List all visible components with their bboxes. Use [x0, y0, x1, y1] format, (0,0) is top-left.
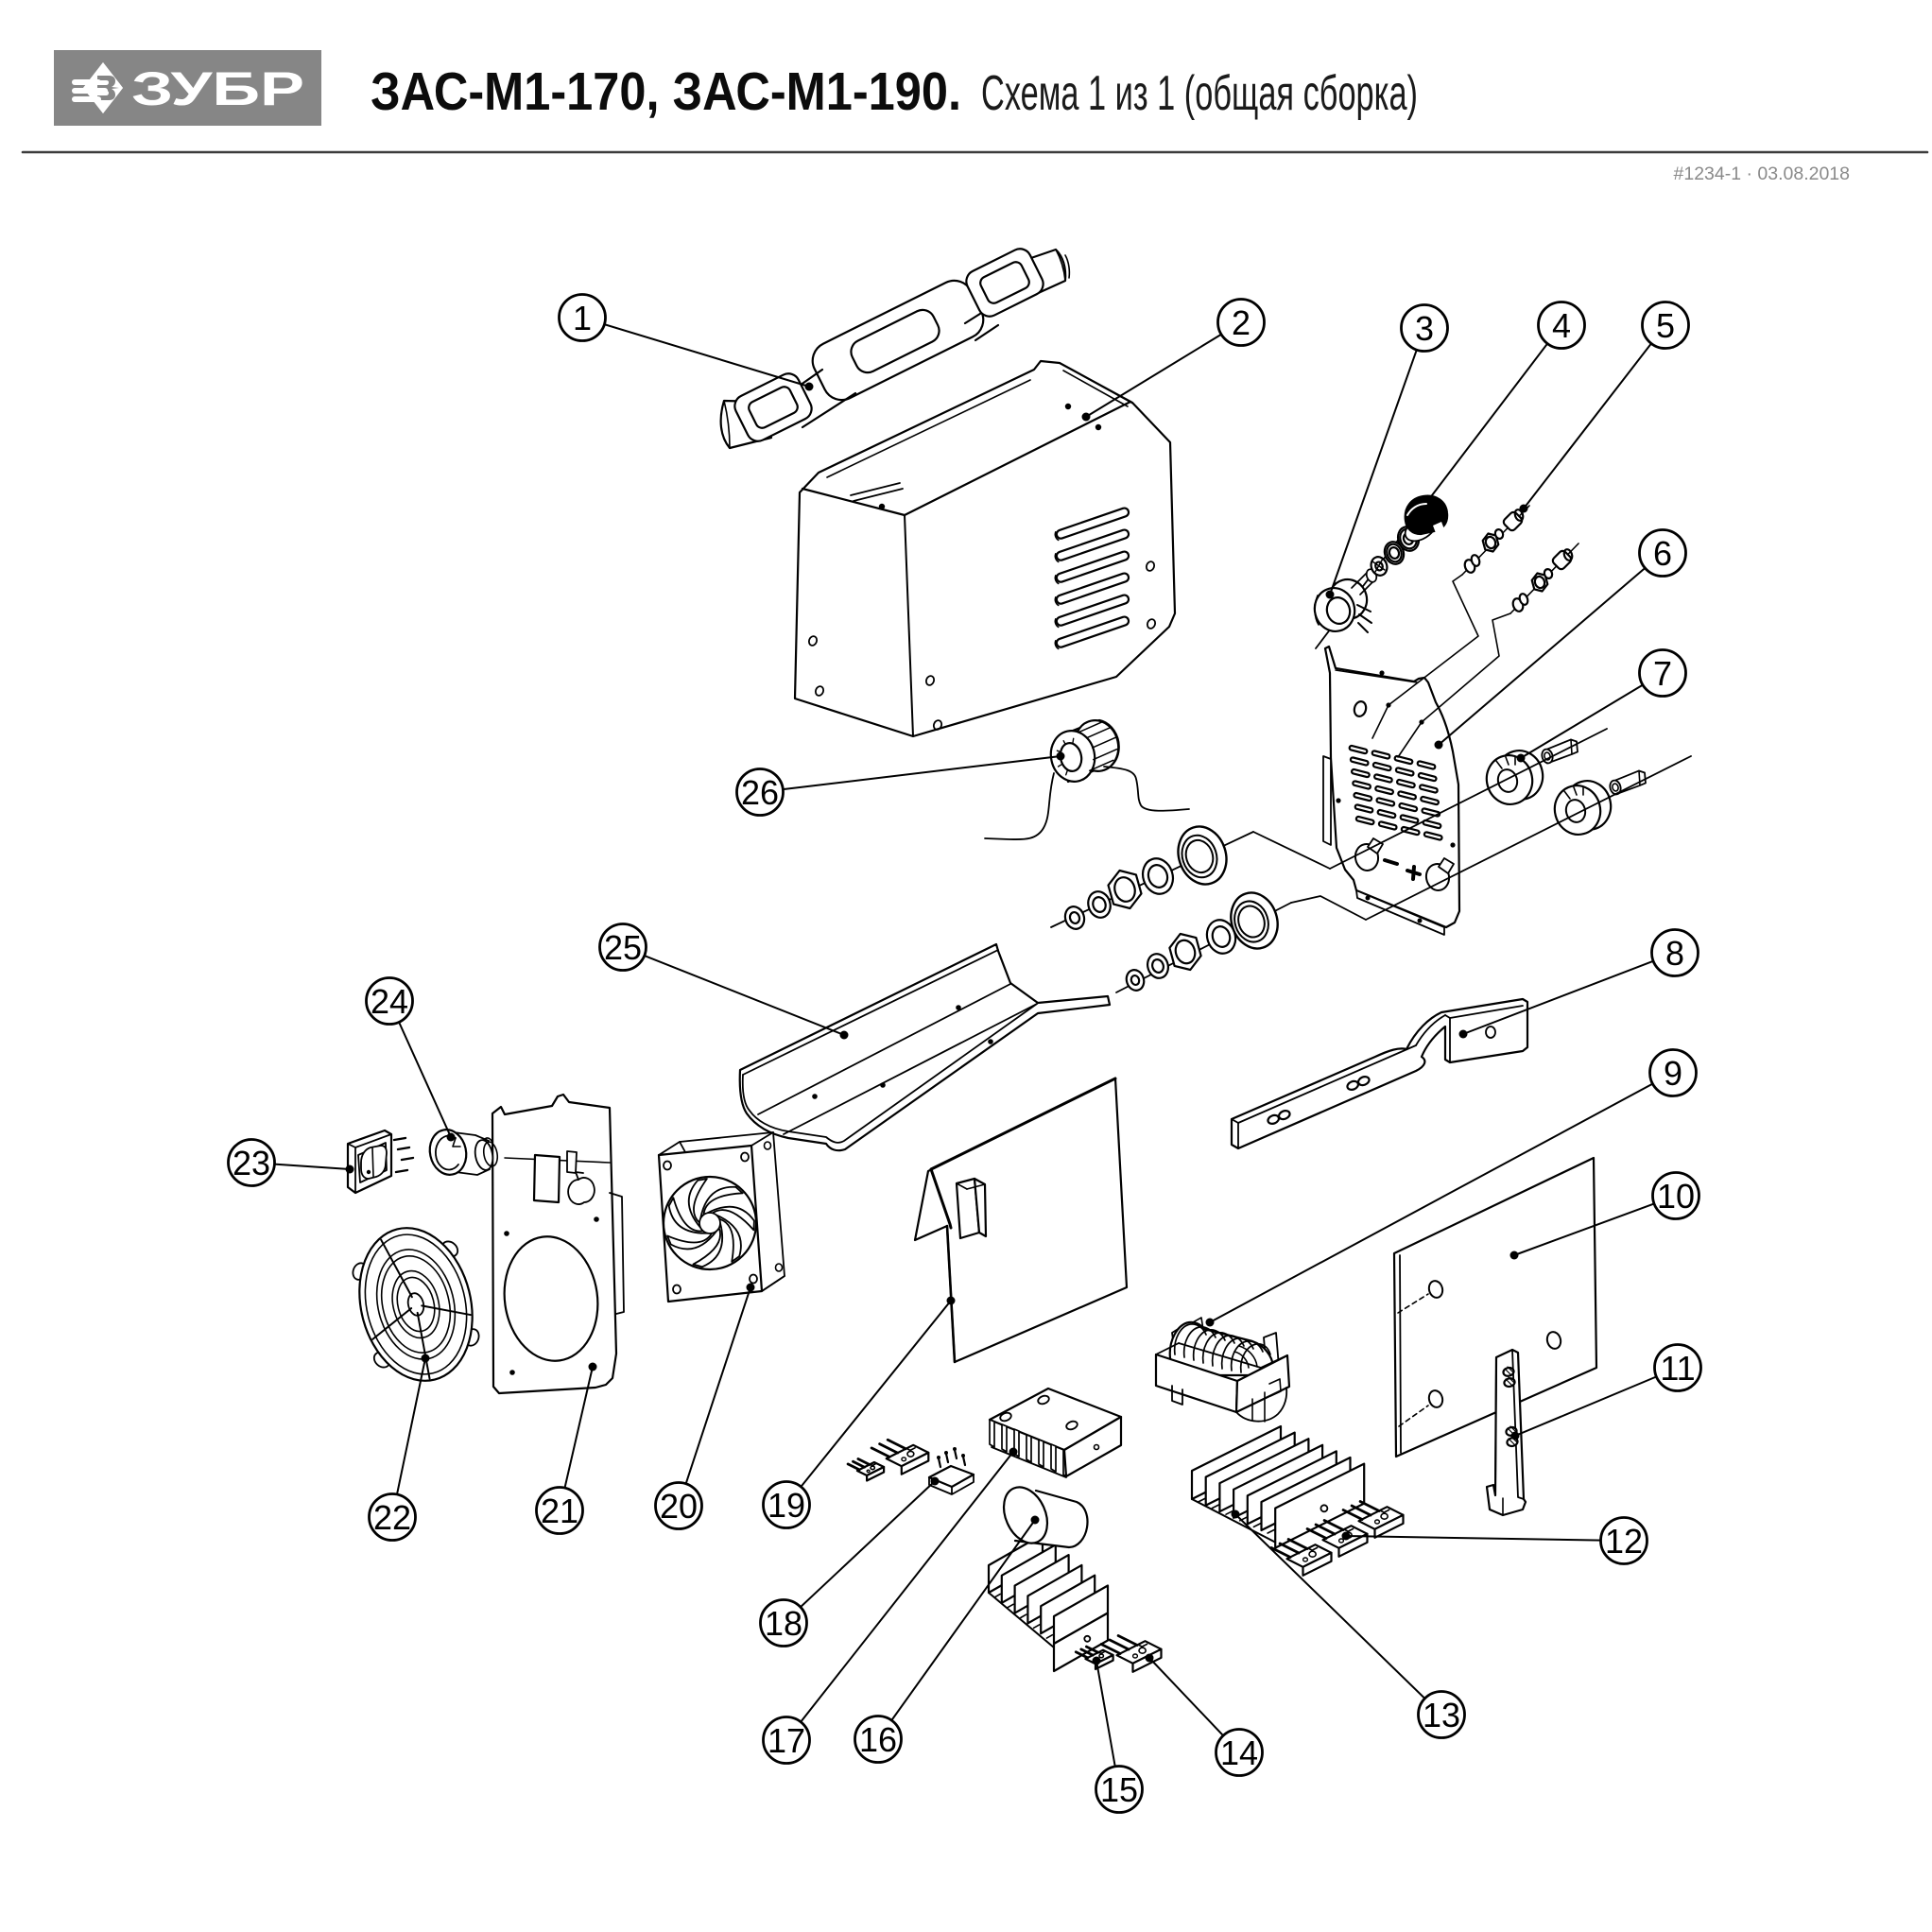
svg-text:6: 6	[1653, 534, 1672, 573]
svg-text:3: 3	[1415, 309, 1434, 348]
svg-text:#1234-1 · 03.08.2018: #1234-1 · 03.08.2018	[1674, 164, 1851, 184]
svg-text:13: 13	[1423, 1696, 1460, 1734]
svg-text:9: 9	[1664, 1054, 1682, 1093]
svg-text:7: 7	[1653, 654, 1672, 693]
svg-text:16: 16	[859, 1720, 897, 1759]
svg-text:25: 25	[604, 928, 642, 967]
svg-text:Схема 1 из 1 (общая сборка): Схема 1 из 1 (общая сборка)	[981, 66, 1418, 121]
svg-text:18: 18	[765, 1604, 802, 1643]
svg-text:ЗАС-М1-170, ЗАС-М1-190.: ЗАС-М1-170, ЗАС-М1-190.	[371, 61, 961, 122]
svg-text:10: 10	[1657, 1177, 1695, 1216]
svg-text:2: 2	[1232, 303, 1251, 342]
svg-text:15: 15	[1100, 1770, 1138, 1809]
svg-text:22: 22	[373, 1498, 411, 1537]
svg-text:26: 26	[741, 773, 779, 812]
svg-text:20: 20	[660, 1487, 698, 1526]
svg-text:24: 24	[371, 982, 408, 1021]
svg-text:19: 19	[768, 1486, 805, 1525]
svg-text:21: 21	[541, 1492, 578, 1530]
svg-text:5: 5	[1656, 306, 1675, 345]
svg-text:12: 12	[1605, 1522, 1643, 1561]
svg-text:1: 1	[573, 299, 592, 337]
svg-text:11: 11	[1660, 1349, 1695, 1388]
svg-text:23: 23	[233, 1144, 270, 1182]
svg-text:4: 4	[1552, 306, 1571, 345]
svg-text:8: 8	[1665, 934, 1684, 973]
svg-text:ЗУБР: ЗУБР	[131, 62, 304, 115]
svg-text:17: 17	[768, 1721, 805, 1760]
svg-text:14: 14	[1220, 1734, 1258, 1772]
